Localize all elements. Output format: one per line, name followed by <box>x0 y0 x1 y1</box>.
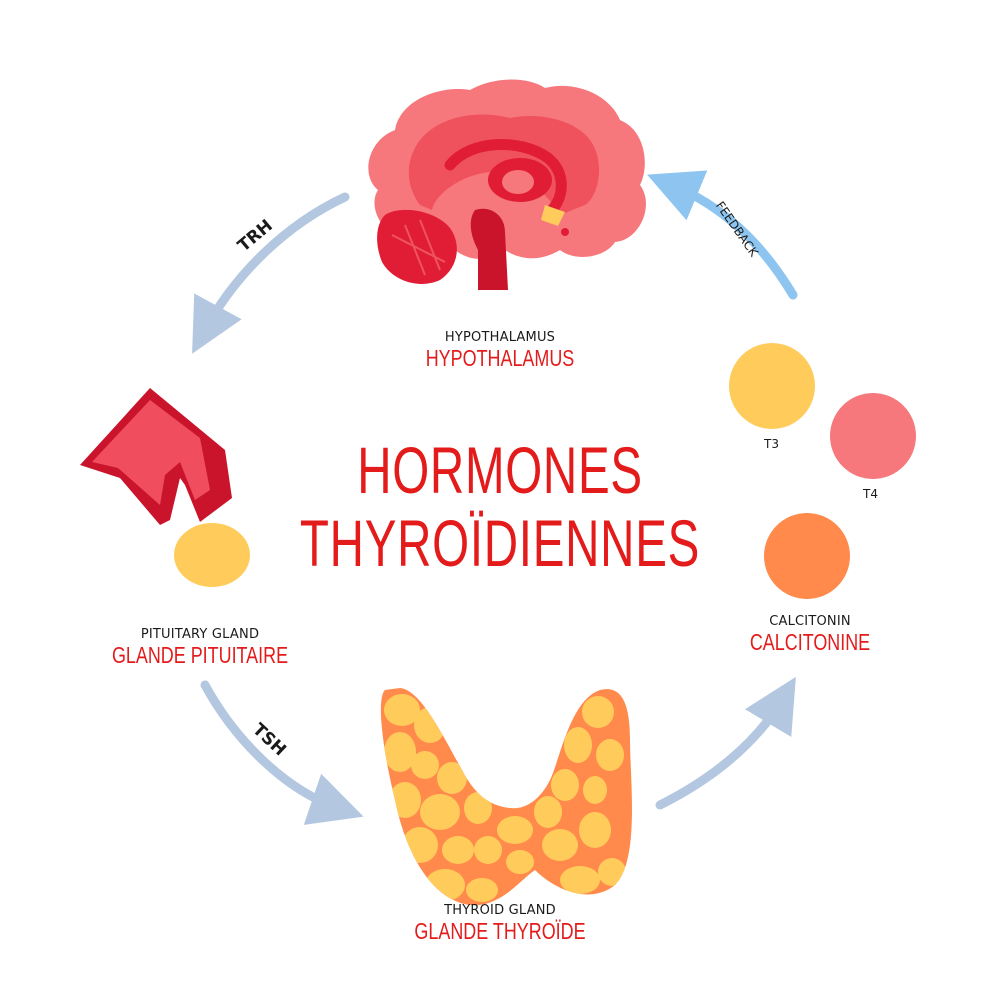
calcitonin-circle <box>764 513 850 599</box>
title-line-2: THYROÏDIENNES <box>299 506 701 580</box>
thyroid-label-en: THYROID GLAND <box>444 903 556 918</box>
t4-label: T4 <box>863 487 878 501</box>
output-arrow <box>655 676 796 810</box>
pituitary-label-en: PITUITARY GLAND <box>140 627 260 642</box>
thyroid-label-fr: GLANDE THYROÏDE <box>414 918 586 944</box>
title-line-1: HORMONES <box>357 433 643 507</box>
thyroid-gland-icon <box>380 688 632 906</box>
hypothalamus-label-en: HYPOTHALAMUS <box>444 330 556 345</box>
tsh-arrow <box>200 680 364 825</box>
feedback-arrow <box>647 170 798 300</box>
trh-arrow <box>192 192 350 354</box>
pituitary-label-fr: GLANDE PITUITAIRE <box>111 642 289 668</box>
t3-circle <box>729 343 815 429</box>
calcitonin-label-en: CALCITONIN <box>769 614 851 629</box>
t4-circle <box>830 393 916 479</box>
brain-icon <box>368 79 646 290</box>
calcitonin-label-fr: CALCITONINE <box>749 629 871 655</box>
t3-label: T3 <box>764 437 779 451</box>
hypothalamus-label-fr: HYPOTHALAMUS <box>425 345 575 371</box>
pituitary-gland-icon <box>80 388 250 587</box>
